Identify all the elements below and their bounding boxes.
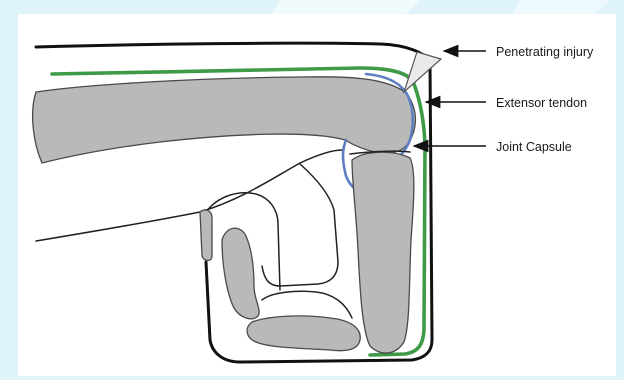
distal-phalanx-left	[200, 210, 212, 261]
penetrating-injury-label: Penetrating injury	[496, 45, 594, 59]
joint-capsule-label: Joint Capsule	[496, 140, 572, 154]
extensor-tendon-label: Extensor tendon	[496, 96, 587, 110]
